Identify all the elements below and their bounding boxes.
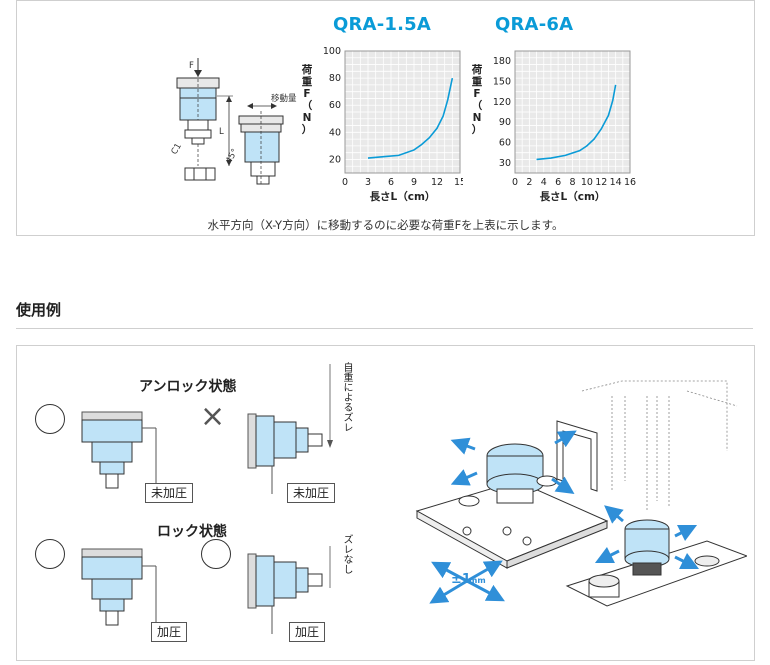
y-tick-label: 120 [493, 97, 511, 108]
lock-side-indicator-circle [201, 539, 231, 569]
y-tick-label: 90 [499, 117, 511, 128]
plot-border [514, 50, 631, 174]
section-divider [16, 328, 753, 329]
move-label: 移動量 [271, 93, 297, 104]
x-tick-label: 8 [569, 177, 575, 188]
isometric-illustration: ±1 mm [415, 380, 747, 607]
x-tick-label: 4 [541, 177, 547, 188]
x-tick-label: 9 [411, 177, 417, 188]
y-tick-label: 20 [329, 154, 341, 165]
section-title: 使用例 [16, 301, 62, 319]
x-tick-label: 0 [512, 177, 518, 188]
cylinder-dimension-diagram: F L C1 移動量 45° [170, 58, 297, 185]
cross-mark: × [200, 399, 226, 434]
tag-unlock-side-no-pressure: 未加圧 [287, 483, 336, 503]
tag-unlock-no-pressure: 未加圧 [145, 483, 194, 503]
y-tick-label: 180 [493, 56, 511, 67]
x-tick-label: 14 [610, 177, 622, 188]
x-tick-label: 6 [388, 177, 394, 188]
y-tick-label: 100 [323, 46, 341, 57]
y-tick-label: 150 [493, 77, 511, 88]
x-tick-label: 12 [595, 177, 607, 188]
spec-panel: F L C1 移動量 45° QRA-1.5A 0369121520406080… [16, 0, 755, 236]
chart-qra15a: 0 3 6 9 12 15 20 40 60 80 100 長さL（cm） 荷重F（N） [301, 46, 463, 203]
y-tick-label: 30 [499, 158, 511, 169]
offset-unit: mm [469, 576, 486, 585]
chart-title-qra6a: QRA-6A [495, 14, 574, 35]
force-label: F [189, 61, 194, 71]
tag-lock-pressure: 加圧 [151, 622, 188, 642]
x-tick-label: 10 [581, 177, 593, 188]
y-tick-label: 60 [499, 138, 511, 149]
x-tick-label: 15 [454, 177, 463, 188]
series-line [367, 77, 454, 159]
lock-indicator-circle [35, 539, 65, 569]
caption: 水平方向（X-Y方向）に移動するのに必要な荷重Fを上表に示します。 [207, 218, 564, 232]
x-tick-label: 2 [526, 177, 532, 188]
tag-lock-side-pressure: 加圧 [289, 622, 326, 642]
series-line [536, 84, 617, 161]
lock-title: ロック状態 [157, 524, 227, 540]
offset-label: ±1 [451, 572, 471, 587]
length-label: L [219, 127, 224, 137]
chart-title-qra15a: QRA-1.5A [333, 14, 431, 35]
x-tick-label: 12 [431, 177, 443, 188]
x-tick-label: 3 [365, 177, 371, 188]
side-label-unlock: 自重によるズレ [341, 362, 352, 432]
x-tick-label: 0 [342, 177, 348, 188]
y-tick-label: 80 [329, 73, 341, 84]
x-tick-label: 16 [624, 177, 636, 188]
x-axis-label: 長さL（cm） [370, 190, 436, 203]
plot-border [344, 50, 461, 174]
chamfer-label: C1 [170, 142, 184, 157]
x-axis-label: 長さL（cm） [540, 190, 606, 203]
x-tick-label: 6 [555, 177, 561, 188]
unlock-title: アンロック状態 [139, 379, 237, 395]
y-tick-label: 60 [329, 100, 341, 111]
angle-label: 45° [224, 147, 240, 165]
usage-panel: アンロック状態 ロック状態 × [16, 345, 755, 661]
unlock-indicator-circle [35, 404, 65, 434]
side-label-lock: ズレなし [341, 534, 352, 574]
y-tick-label: 40 [329, 127, 341, 138]
usage-schematics [81, 364, 333, 634]
